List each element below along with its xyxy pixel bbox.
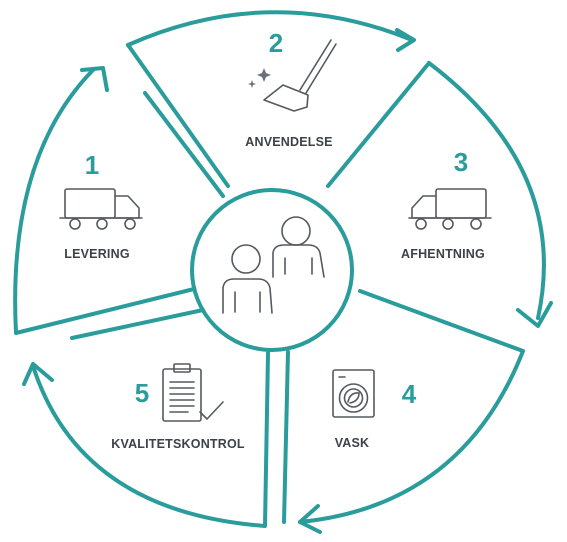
truck-icon xyxy=(408,188,492,230)
truck-icon xyxy=(59,188,143,230)
segment-3-left-edge xyxy=(326,61,431,188)
segment-2-arrowhead xyxy=(395,28,416,52)
segment-3-arc xyxy=(427,61,546,320)
step-2-label: ANVENDELSE xyxy=(245,135,332,149)
segment-1-arrowhead xyxy=(80,66,109,92)
segment-4-divider xyxy=(282,350,290,524)
mop-icon xyxy=(248,39,337,112)
segment-4 xyxy=(282,289,525,534)
people-icon xyxy=(222,216,325,314)
step-5-number: 5 xyxy=(135,378,149,408)
segment-5 xyxy=(22,308,270,528)
step-4-number: 4 xyxy=(402,379,417,409)
segment-5-divider xyxy=(70,308,205,340)
segment-1-outline xyxy=(13,68,196,335)
segment-3-arrowhead xyxy=(516,301,553,328)
step-5-label: KVALITETSKONTROL xyxy=(111,437,245,451)
center-circle xyxy=(190,188,354,352)
washing-machine-icon xyxy=(332,369,375,418)
step-4-label: VASK xyxy=(335,436,370,450)
step-3-number: 3 xyxy=(454,147,468,177)
segment-4-arrowhead xyxy=(298,504,322,534)
segment-1 xyxy=(13,66,225,335)
clipboard-check-icon xyxy=(162,363,224,422)
segment-5-outline xyxy=(31,351,270,528)
segment-3 xyxy=(326,61,553,328)
segment-2 xyxy=(126,10,416,188)
step-3-label: AFHENTNING xyxy=(401,247,485,261)
step-1-label: LEVERING xyxy=(64,247,130,261)
step-2-number: 2 xyxy=(269,28,283,58)
step-1-number: 1 xyxy=(85,150,99,180)
segment-2-left-edge xyxy=(126,43,230,188)
segment-1-divider xyxy=(143,91,225,198)
segment-2-arc xyxy=(126,10,414,47)
segment-4-outline xyxy=(298,289,525,524)
segment-5-arrowhead xyxy=(22,362,54,386)
